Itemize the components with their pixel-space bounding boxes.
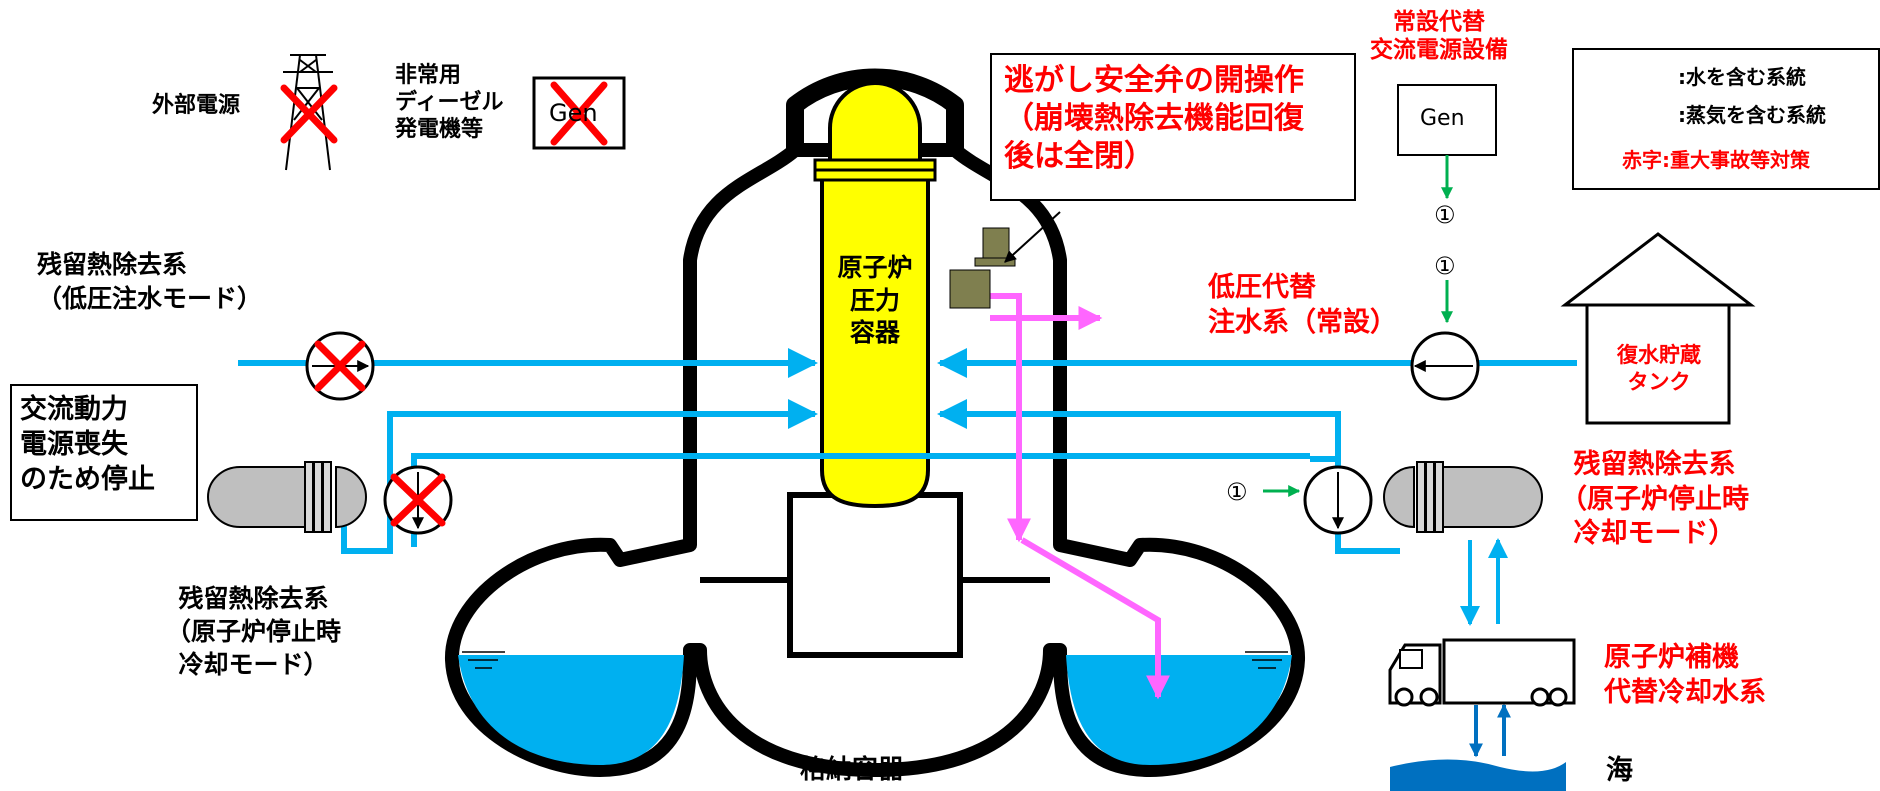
srv-operation-label: 逃がし安全弁の開操作 （崩壊熱除去機能回復 後は全閉） <box>1004 63 1304 175</box>
srv-callout-arrow <box>1004 211 1061 263</box>
diesel-gen-label: 非常用 ディーゼル 発電機等 <box>395 63 504 142</box>
cst-label: 復水貯蔵 タンク <box>1617 343 1701 395</box>
failed-marks <box>314 340 446 527</box>
lp-alt-injection-label: 低圧代替 注水系（常設） <box>1208 272 1397 339</box>
sea-label: 海 <box>1606 755 1633 786</box>
ac-loss-box <box>10 384 198 521</box>
legend-box <box>1572 48 1880 190</box>
offsite-power-cross <box>280 84 338 144</box>
transmission-tower-icon <box>283 54 333 171</box>
power-marker-2: ① <box>1434 252 1456 280</box>
srv-callout-box <box>990 53 1356 201</box>
legend-water-text: :水を含む系統 <box>1678 65 1806 89</box>
legend-red-note: 赤字:重大事故等対策 <box>1622 148 1810 172</box>
rhr-sdc-right-label: 残留熱除去系 （原子炉停止時 冷却モード） <box>1560 449 1749 550</box>
permanent-ac-label: 常設代替 交流電源設備 <box>1370 9 1508 64</box>
lp-alt-injection-pump <box>1410 331 1480 401</box>
condensate-storage-tank <box>1560 232 1756 425</box>
power-marker-3: ① <box>1226 478 1248 506</box>
rhr-pump-right <box>1383 461 1543 533</box>
power-marker-1: ① <box>1434 201 1456 229</box>
seawater-cooling-arrows <box>1460 538 1508 626</box>
rhr-right-circle-pump <box>1303 465 1373 535</box>
offsite-power-label: 外部電源 <box>152 93 241 118</box>
legend-steam-text: :蒸気を含む系統 <box>1678 103 1826 127</box>
ac-loss-label: 交流動力 電源喪失 のため停止 <box>20 394 155 496</box>
sea-water-arrows <box>1469 703 1511 758</box>
rhr-sdc-left-label: 残留熱除去系 （原子炉停止時 冷却モード） <box>166 584 342 679</box>
rpv-label: 原子炉 圧力 容器 <box>837 253 913 347</box>
diesel-gen-cross <box>550 81 608 146</box>
permanent-gen-box <box>1397 84 1497 156</box>
truck-icon <box>1388 638 1576 707</box>
containment-label: 格納容器 <box>800 755 905 785</box>
rhr-lpci-label: 残留熱除去系 （低圧注水モード） <box>37 250 263 313</box>
suppression-pool-right <box>1066 655 1292 765</box>
steam-lines <box>990 293 1170 700</box>
suppression-pool-left <box>458 655 684 765</box>
diesel-gen-text: Gen <box>549 99 598 127</box>
sea-water <box>1390 759 1566 791</box>
permanent-gen-text: Gen <box>1420 106 1465 131</box>
reactor-pressure-vessel <box>813 81 937 509</box>
aux-cooling-label: 原子炉補機 代替冷却水系 <box>1604 642 1766 709</box>
pool-surface-marks-left <box>462 651 505 669</box>
pool-surface-marks-right <box>1245 651 1288 669</box>
rhr-pump-left <box>207 461 367 533</box>
